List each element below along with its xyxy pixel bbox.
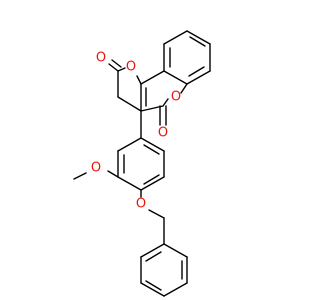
- bond: [107, 170, 119, 178]
- atom-labels: O O O O O O: [91, 51, 181, 212]
- bond: [163, 30, 188, 45]
- bond: [163, 282, 188, 297]
- molecule-structure: O O O O O O: [73, 30, 211, 297]
- bond: [189, 36, 206, 47]
- bond: [145, 280, 162, 291]
- bond: [163, 243, 188, 258]
- bond: [136, 75, 142, 85]
- bond: [186, 30, 211, 45]
- bond: [111, 59, 122, 68]
- bond: [143, 174, 160, 185]
- atom-o-benzyloxy: O: [136, 197, 146, 212]
- bond: [186, 70, 211, 85]
- atom-o-carbonyl-lactone: O: [96, 51, 106, 66]
- bond: [140, 70, 165, 85]
- bond: [73, 172, 87, 180]
- bond: [148, 209, 165, 219]
- bond: [145, 251, 162, 262]
- bond: [140, 282, 165, 297]
- bond: [117, 137, 142, 152]
- atom-o-carbonyl-chromone: O: [158, 126, 168, 141]
- bond: [117, 176, 142, 191]
- bond: [140, 243, 165, 258]
- bond: [163, 70, 188, 85]
- bond: [140, 137, 165, 152]
- atom-o-pyran-ring: O: [126, 60, 136, 75]
- bond: [108, 63, 119, 72]
- bond: [140, 176, 165, 191]
- bonds: [73, 30, 211, 297]
- atom-o-chromene-ring: O: [171, 90, 181, 105]
- bond: [188, 66, 205, 77]
- bond: [117, 96, 142, 112]
- bond: [143, 144, 160, 155]
- bond: [162, 98, 169, 107]
- atom-o-methoxy: O: [91, 161, 101, 176]
- bond: [180, 83, 188, 94]
- bond: [117, 67, 126, 72]
